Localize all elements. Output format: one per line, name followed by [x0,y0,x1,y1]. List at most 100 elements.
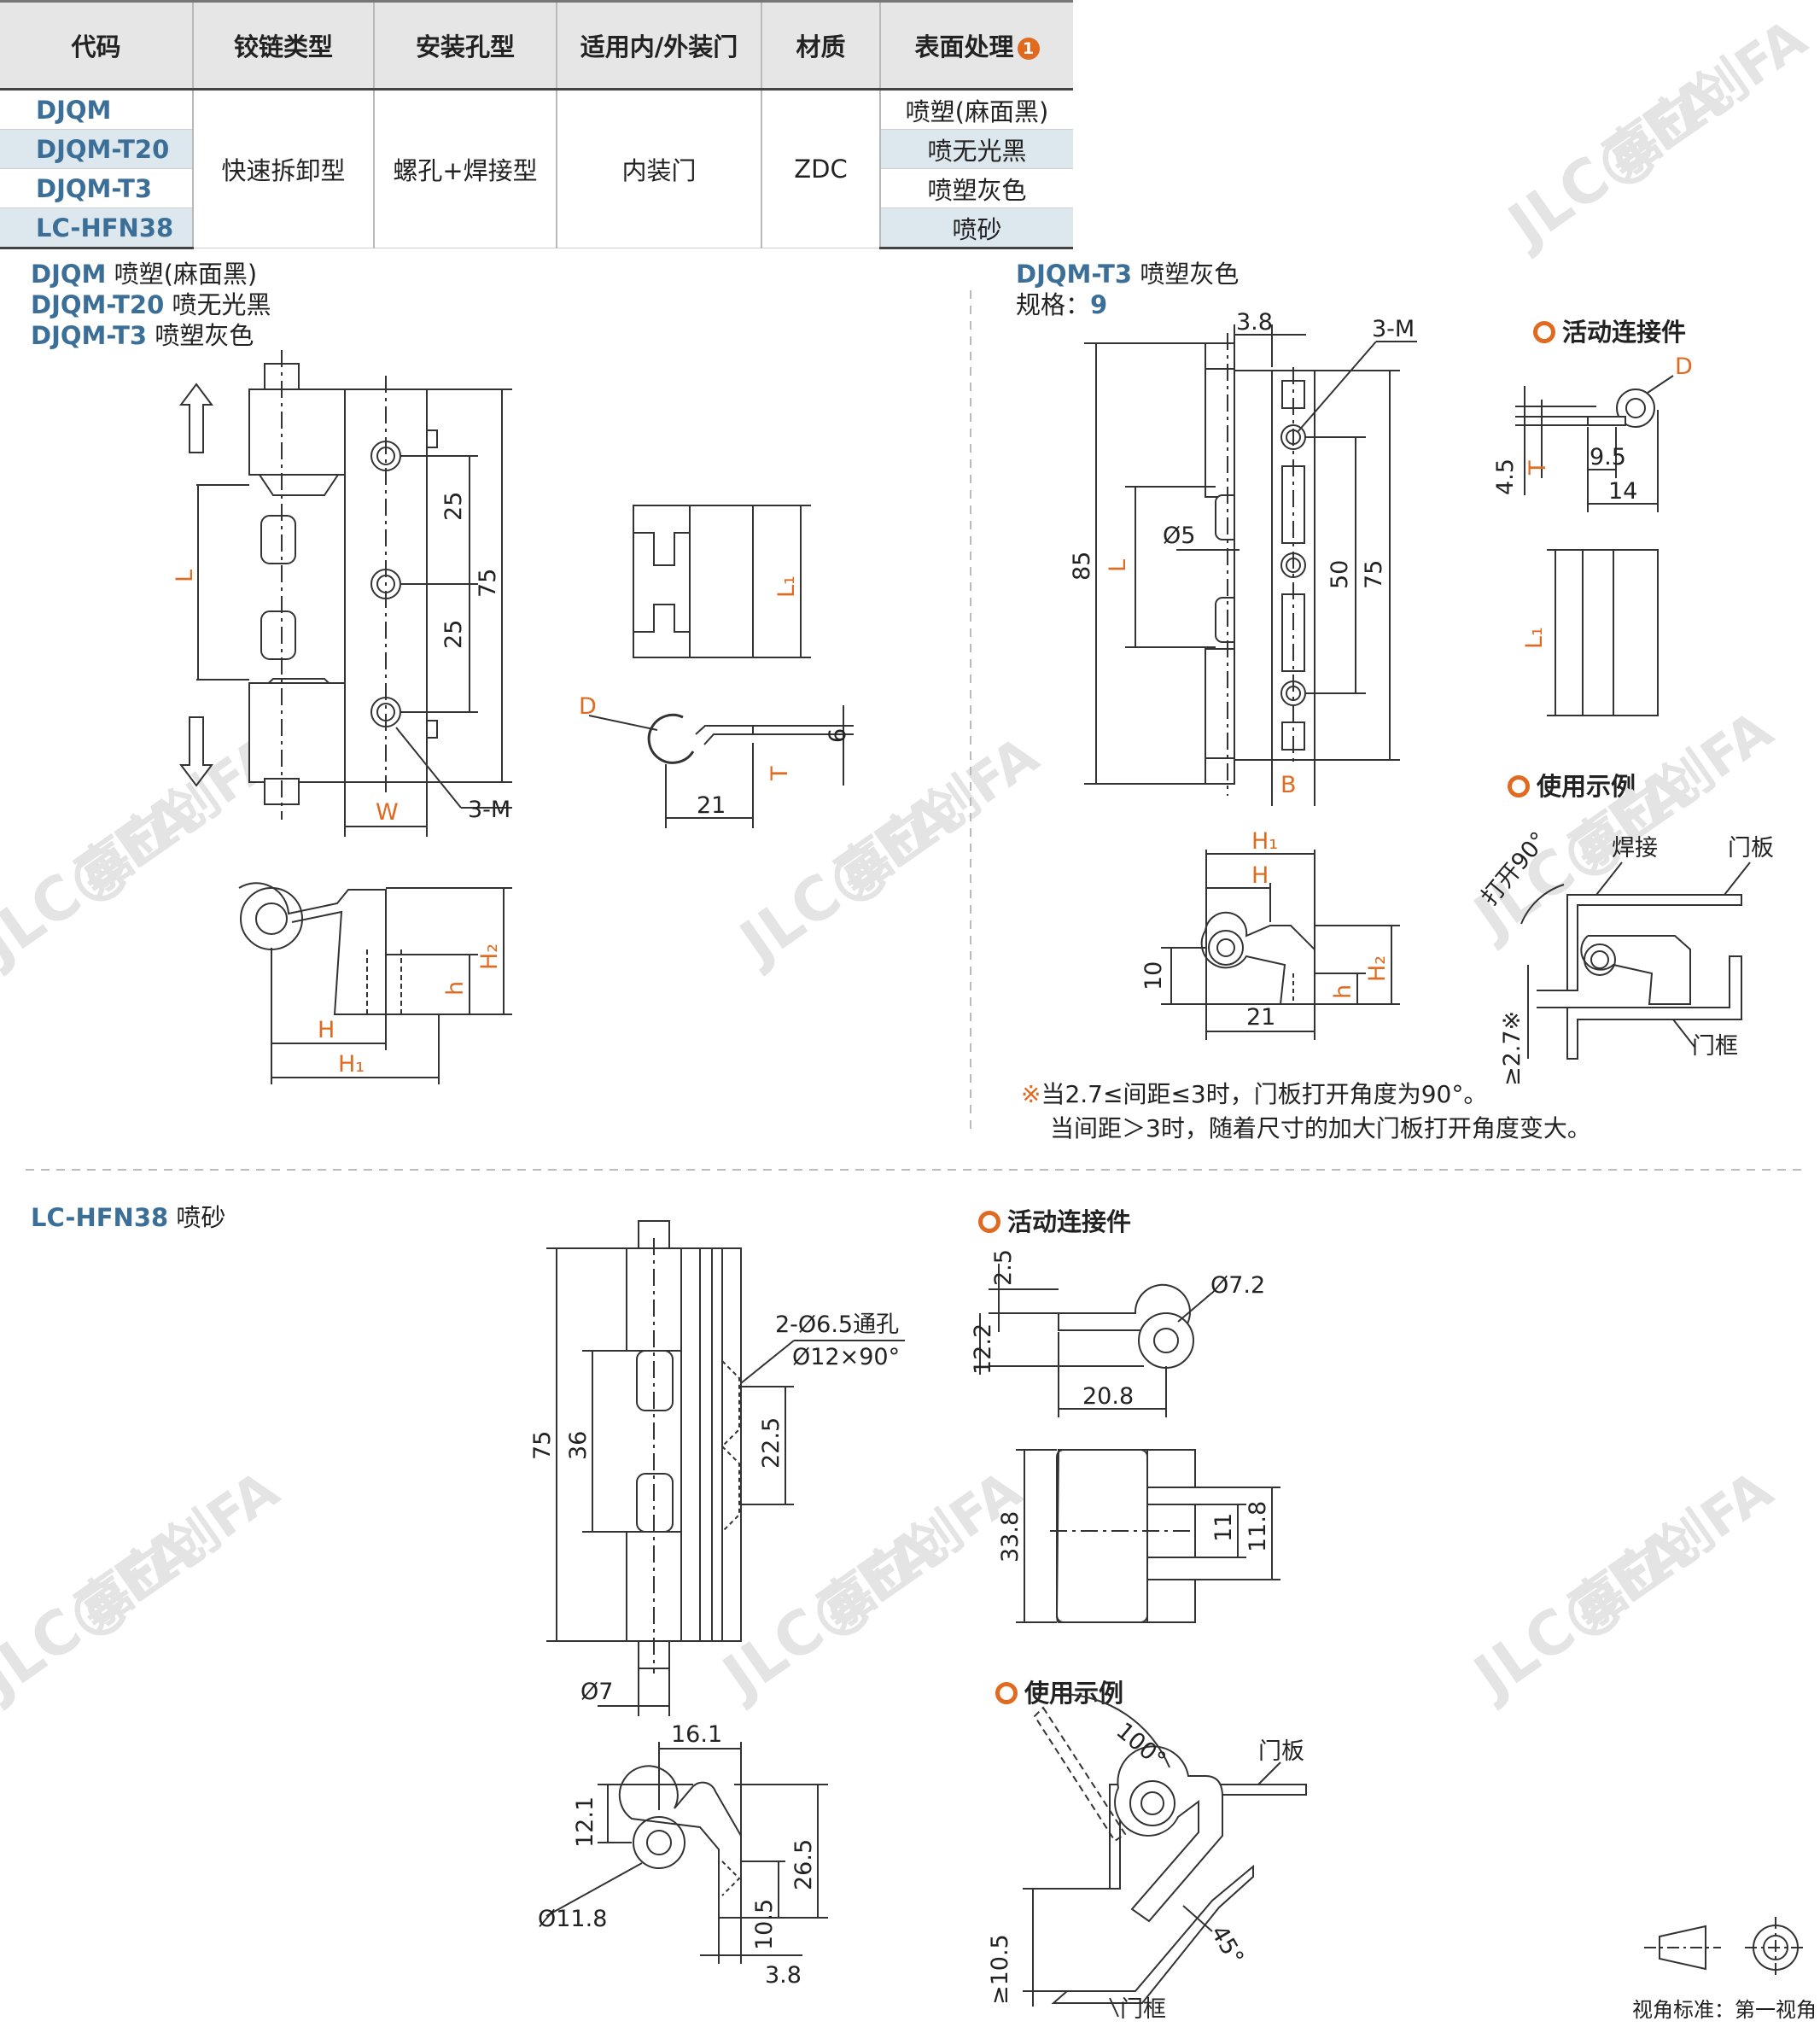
section-b-front-dims: 3.8 3-M Ø5 L 85 50 75 B [1069,309,1415,798]
section-a-top-view [238,882,512,1084]
dim-85: 85 [1069,552,1095,581]
dim-H2: H₂ [1364,955,1391,982]
section-c-front-view [546,1220,905,1716]
section-c-link [979,1264,1280,1623]
dim-W: W [376,799,399,826]
dim-7-2: Ø7.2 [1210,1272,1265,1299]
col-hole-type: 安装孔型 [374,0,557,91]
dim-3-8: 3.8 [1236,309,1273,336]
dim-3-M: 3-M [1372,316,1415,342]
dim-holes: 2-Ø6.5通孔 [775,1311,899,1338]
dim-H2: H₂ [476,943,503,970]
dim-12-2: 12.2 [970,1323,996,1375]
finish-header-label: 表面处理 [914,32,1014,61]
section-c-link-title: 活动连接件 [978,1202,1131,1238]
dim-20-8: 20.8 [1082,1383,1134,1410]
door-type-cell: 内装门 [557,89,762,248]
watermark-cn: 嘉立创FA [1560,1458,1783,1641]
label-frame: 门框 [1692,1033,1738,1060]
dim-25: 25 [440,492,467,521]
section-a-front-view [179,350,512,837]
dim-36: 36 [565,1431,592,1460]
col-hinge-type: 铰链类型 [193,0,375,91]
dim-T: T [767,766,793,781]
dim-5: Ø5 [1163,523,1195,549]
label-panel: 门板 [1728,835,1774,862]
spec-line: 规格：9 [1016,290,1108,319]
circle-bullet-icon [1533,321,1555,343]
dim-h: h [1330,984,1356,999]
label-gap: ≥10.5 [987,1934,1013,2005]
section-c-top-view [545,1742,828,1964]
section-b-link-dims: D 4.5 T 9.5 14 L₁ [1492,353,1693,649]
section-b-example-title: 使用示例 [1508,767,1636,803]
first-angle-projection-icon [1644,1917,1806,1978]
table-row: DJQM-T3 喷塑灰色 [0,168,1073,208]
section-a-front-dims: L 25 25 75 W 3-M [172,492,510,826]
label-45: 45° [1205,1921,1249,1970]
section-c-example [1023,1693,1307,2018]
finish-cell: 喷塑灰色 [880,168,1073,208]
dim-3-M: 3-M [468,797,510,823]
dim-11-8: 11.8 [1245,1501,1271,1552]
dim-3-8: 3.8 [765,1962,802,1989]
section-c-caption: LC-HFN38 喷砂 [31,1203,226,1232]
dim-2-5: 2.5 [990,1249,1017,1286]
table-row: DJQM-T20 喷无光黑 [0,129,1073,169]
section-c-front-dims: 75 36 22.5 2-Ø6.5通孔 Ø12×90° Ø7 [529,1311,900,1705]
table-row: LC-HFN38 喷砂 [0,207,1073,249]
dim-T: T [1525,460,1551,476]
note-badge: 1 [1017,38,1040,60]
dim-9-5: 9.5 [1590,444,1626,470]
footnote-line: 当间距＞3时，随着尺寸的加大门板打开角度变大。 [1050,1114,1591,1142]
dim-D: D [579,693,597,720]
dim-L1: L₁ [1521,627,1548,649]
watermark-cn: 嘉立创FA [1594,7,1817,190]
dim-14: 14 [1608,478,1637,505]
label-gap: ≥2.7※ [1499,1011,1525,1086]
section-b-link-title: 活动连接件 [1533,313,1686,348]
dim-11: 11 [1210,1513,1237,1542]
dim-B: B [1280,772,1297,798]
material-cell: ZDC [761,89,881,248]
projection-label: 视角标准：第一视角 [1632,1998,1817,2022]
section-b-top-dims: H₁ H 10 21 H₂ h [1140,828,1391,1031]
section-c-link-dims: 2.5 Ø7.2 12.2 20.8 33.8 11 11.8 [970,1249,1271,1563]
dim-L: L [172,570,198,582]
caption-line: DJQM 喷塑(麻面黑) [31,260,258,289]
watermark: JLC@FA 嘉立创FA JLC@FA 嘉立创FA JLC@FA 嘉立创FA J… [0,7,1817,1713]
section-a-caption: DJQM 喷塑(麻面黑) DJQM-T20 喷无光黑 DJQM-T3 喷塑灰色 [31,259,271,351]
dim-33-8: 33.8 [997,1511,1024,1563]
col-code: 代码 [0,0,194,91]
dim-L1: L₁ [773,575,800,598]
dim-H: H [1251,862,1269,889]
section-b-front-view [1084,324,1417,806]
footnote: ※当2.7≤间距≤3时，门板打开角度为90°。 当间距＞3时，随着尺寸的加大门板… [1021,1078,1591,1146]
dim-H1: H₁ [1251,828,1278,855]
dim-12-1: 12.1 [572,1796,598,1848]
section-a-top-dims: H H₁ H₂ h [318,943,503,1078]
col-material: 材质 [761,0,881,91]
dim-10: 10 [1140,961,1167,990]
section-b-top-view [1161,850,1400,1040]
code-cell: DJQM [0,89,194,130]
caption-line: DJQM-T20 喷无光黑 [31,290,271,319]
section-c-example-title: 使用示例 [995,1674,1123,1709]
section-c-top-dims: 16.1 12.1 26.5 Ø11.8 10.5 3.8 [538,1721,817,1989]
dim-H1: H₁ [338,1051,365,1078]
dim-21: 21 [1246,1004,1275,1031]
caption-line: DJQM-T3 喷塑灰色 [1016,260,1240,289]
label-weld: 焊接 [1612,835,1658,862]
dim-csk: Ø12×90° [792,1344,900,1370]
dim-26-5: 26.5 [790,1839,817,1890]
dim-7: Ø7 [580,1679,613,1705]
dim-22-5: 22.5 [758,1417,785,1469]
section-b-example [1520,862,1751,1060]
dim-50: 50 [1327,560,1353,589]
table-row: DJQM 快速拆卸型 螺孔+焊接型 内装门 ZDC 喷塑(麻面黑) [0,89,1073,248]
code-cell: DJQM-T3 [0,168,194,208]
